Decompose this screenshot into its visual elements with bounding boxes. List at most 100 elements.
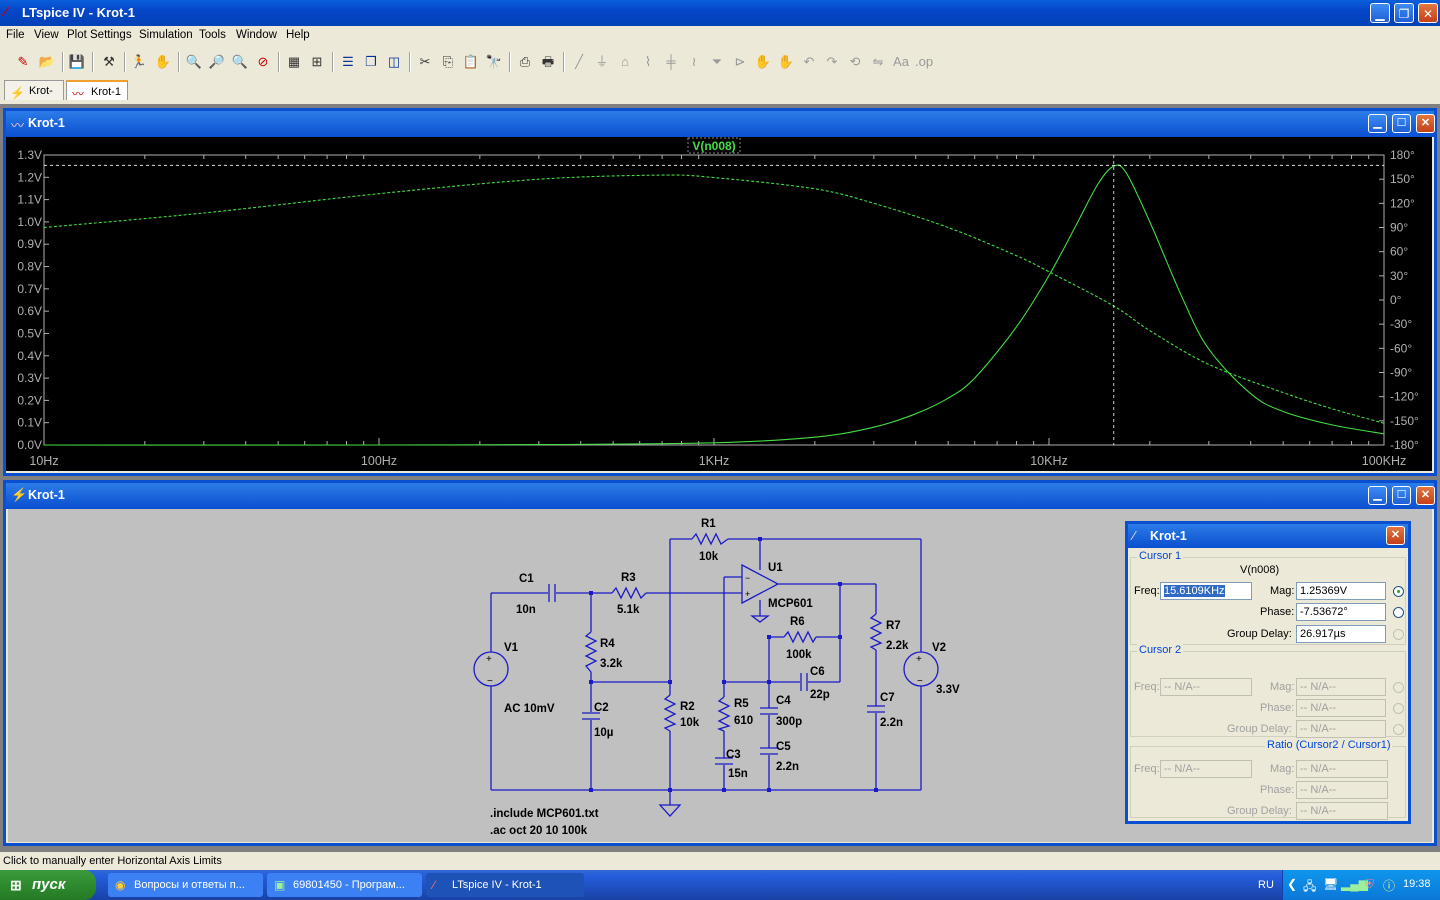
cursor1-phase-field[interactable]: -7.53672° [1296,603,1386,621]
cursor2-group-delay-field[interactable]: -- N/A-- [1296,720,1386,738]
paste-icon[interactable]: 📋 [462,54,480,69]
resistor-icon[interactable]: ⌇ [644,54,652,69]
c7-label: C7 [880,692,895,704]
cursor2-mag-radio[interactable] [1393,682,1404,693]
document-tabs: ⚡ Krot-1 〰 Krot-1 [0,78,1440,117]
taskbar-item-image[interactable]: ▣ 69801450 - Програм... [267,873,422,897]
taskbar-item-browser[interactable]: ◉ Вопросы и ответы п... [108,873,263,897]
cursor1-freq-field[interactable]: 15.6109KHz [1160,582,1252,600]
print-icon[interactable]: 🖶 [541,54,555,69]
y-right-tick-label: -30° [1390,317,1412,331]
waveform-maximize-button[interactable]: ☐ [1392,114,1411,133]
cursor2-phase-radio[interactable] [1393,703,1404,714]
run-icon[interactable]: 🏃 [130,54,148,69]
undo-icon[interactable]: ↶ [803,54,815,69]
tab-schematic[interactable]: ⚡ Krot-1 [4,80,64,117]
cursor1-mag-radio[interactable] [1393,586,1404,597]
y-left-tick-label: 0.0V [17,438,42,452]
taskbar-item-ltspice[interactable]: ⁄ LTspice IV - Krot-1 [426,873,584,897]
cursor2-group-delay-radio[interactable] [1393,724,1404,735]
cursor1-group-delay-field[interactable]: 26.917µs [1296,625,1386,643]
zoom-in-icon[interactable]: 🔍 [185,54,203,69]
save-icon[interactable]: 💾 [68,54,86,69]
zoom-fit-icon[interactable]: ⊘ [257,54,269,69]
schematic-close-button[interactable]: ✕ [1416,486,1435,505]
menu-tools[interactable]: Tools [199,29,226,41]
c1-label: C1 [519,573,534,585]
label-net-icon[interactable]: ⌂ [621,54,629,69]
text-icon[interactable]: Aa [893,54,909,69]
tile-vertical-icon[interactable]: ◫ [387,54,401,69]
ratio-freq-field[interactable]: -- N/A-- [1160,760,1252,778]
antivirus-icon[interactable]: ⛨ [1365,877,1375,891]
menu-view[interactable]: View [34,29,59,41]
wire-icon[interactable]: ╱ [575,54,583,69]
waveform-close-button[interactable]: ✕ [1416,114,1435,133]
rotate-icon[interactable]: ⟲ [849,54,861,69]
menu-window[interactable]: Window [236,29,277,41]
zoom-area-icon[interactable]: 🔎 [208,54,226,69]
control-panel-icon[interactable]: ⚒ [103,54,115,69]
drag-icon[interactable]: ✋ [777,54,795,69]
cursor1-phase-radio[interactable] [1393,607,1404,618]
ground-icon[interactable]: ⏚ [595,54,609,69]
ratio-mag-field[interactable]: -- N/A-- [1296,760,1388,778]
waveform-minimize-button[interactable]: ▁ [1368,114,1387,133]
network-icon[interactable]: 🖧 [1303,879,1317,893]
cursor2-phase-field[interactable]: -- N/A-- [1296,699,1386,717]
print-preview-icon[interactable]: ⎙ [519,54,531,69]
r6-label: R6 [790,616,805,628]
spice-directive-icon[interactable]: .op [915,54,934,69]
menu-simulation[interactable]: Simulation [139,29,193,41]
inductor-icon[interactable]: ≀ [691,54,697,69]
cursor2-mag-field[interactable]: -- N/A-- [1296,678,1386,696]
y-left-tick-label: 0.9V [17,237,42,251]
capacitor-icon[interactable]: ╪ [666,54,676,69]
c7-symbol [867,705,885,713]
minimize-button[interactable]: ▁ [1370,3,1390,23]
ratio-group-delay-field[interactable]: -- N/A-- [1296,802,1388,820]
menu-plot-settings[interactable]: Plot Settings [67,29,132,41]
redo-icon[interactable]: ↷ [826,54,838,69]
tray-expand-icon[interactable]: ❮ [1287,877,1298,891]
find-icon[interactable]: 🔭 [485,54,503,69]
signal-icon[interactable]: ▂▄▆ [1341,877,1368,891]
new-schematic-icon[interactable]: ✎ [17,54,29,69]
grid-icon[interactable]: ⊞ [311,54,323,69]
mirror-icon[interactable]: ⇋ [872,54,884,69]
r7-symbol [869,613,883,651]
toolbar-separator [124,52,126,72]
zoom-out-icon[interactable]: 🔍 [231,54,249,69]
language-indicator[interactable]: RU [1258,879,1274,891]
component-icon[interactable]: ⊳ [734,54,746,69]
start-button[interactable]: ⊞ пуск [0,870,96,900]
cursor2-freq-field[interactable]: -- N/A-- [1160,678,1252,696]
cut-icon[interactable]: ✂ [419,54,431,69]
menu-help[interactable]: Help [286,29,310,41]
cursor1-mag-field[interactable]: 1.25369V [1296,582,1386,600]
tile-horizontal-icon[interactable]: ☰ [342,54,354,69]
restore-button[interactable]: ❐ [1394,3,1414,23]
cursor-dialog-close-button[interactable]: ✕ [1386,526,1405,545]
autorange-icon[interactable]: ▦ [287,54,301,69]
info-icon[interactable]: ⓘ [1383,879,1396,893]
copy-icon[interactable]: ⎘ [442,54,454,69]
schematic-minimize-button[interactable]: ▁ [1368,486,1387,505]
cascade-icon[interactable]: ❐ [365,54,377,69]
ratio-phase-field[interactable]: -- N/A-- [1296,781,1388,799]
halt-icon[interactable]: ✋ [154,54,172,69]
diode-icon[interactable]: ⏷ [711,54,723,69]
cursor1-group-delay-radio[interactable] [1393,629,1404,640]
r3-symbol [611,586,647,600]
move-icon[interactable]: ✋ [754,54,772,69]
cursor1-label: Cursor 1 [1137,550,1184,562]
schematic-symbols [473,532,939,817]
menu-file[interactable]: File [6,29,25,41]
display-icon[interactable]: 🖥 [1323,877,1339,891]
open-folder-icon[interactable]: 📂 [38,54,56,69]
schematic-maximize-button[interactable]: ☐ [1392,486,1411,505]
close-button[interactable]: ✕ [1418,3,1438,23]
tab-waveform[interactable]: 〰 Krot-1 [66,80,128,101]
y-left-tick-label: 0.2V [17,393,42,407]
